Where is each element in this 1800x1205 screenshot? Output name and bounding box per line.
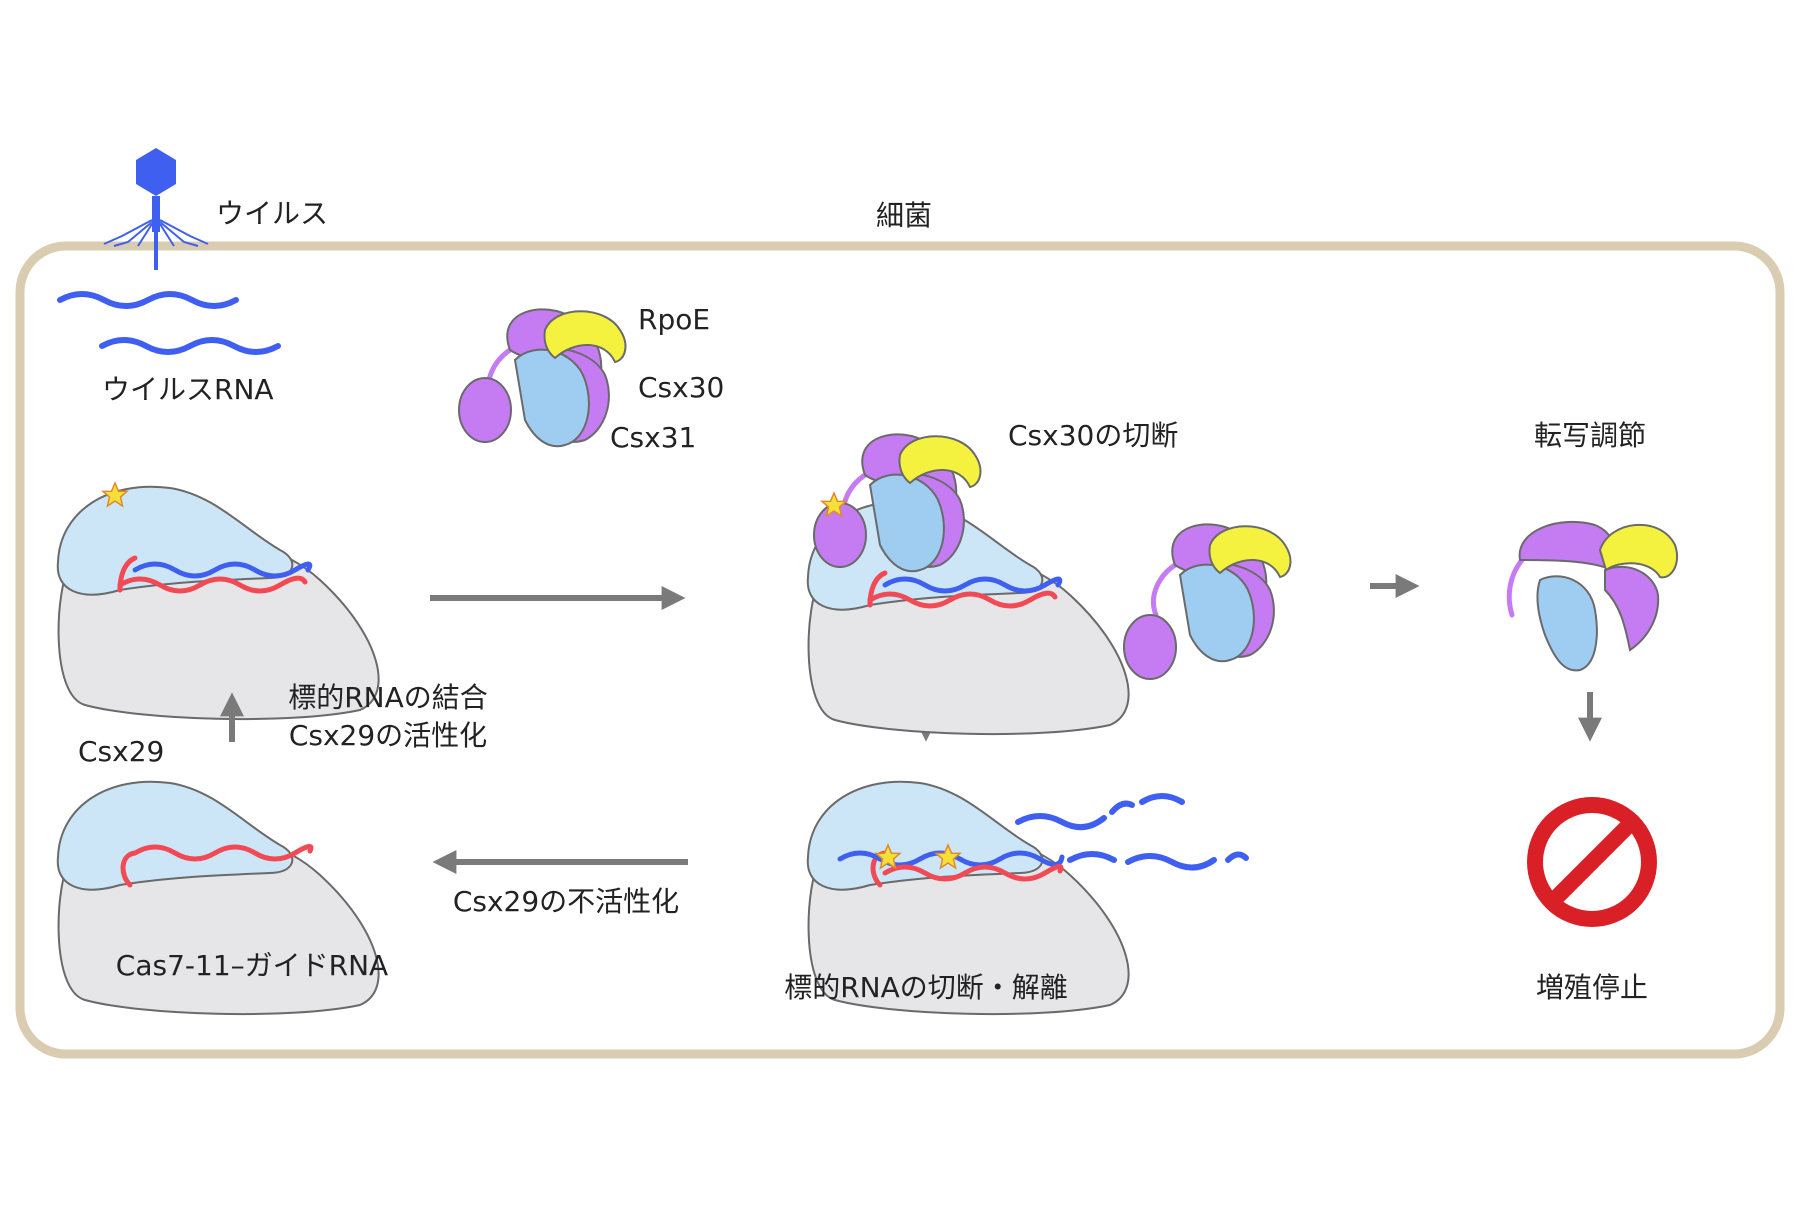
- stop-icon: [1527, 797, 1657, 927]
- rpoe-label: RpoE: [638, 303, 711, 336]
- transcription-regulation-label: 転写調節: [1533, 419, 1647, 452]
- csx30-cleavage-label: Csx30の切断: [1008, 419, 1179, 452]
- rpoe-csx30-csx31-complex: [458, 308, 627, 448]
- csx30-label: Csx30: [638, 371, 725, 404]
- target-binding-label-line2: Csx29の活性化: [288, 719, 488, 752]
- cas7-11-csx30-bound-complex: [806, 433, 1130, 736]
- rpoe-transcription-complex: [1506, 520, 1679, 672]
- csx29-inactivation-label: Csx29の不活性化: [452, 885, 680, 918]
- cleaved-csx30-complex: [1123, 523, 1292, 680]
- cas7-11-cleaving-complex: [806, 780, 1130, 1016]
- cas7-11-complex-active: [56, 482, 380, 721]
- csx29-label: Csx29: [78, 735, 165, 768]
- virus-label: ウイルス: [216, 197, 329, 230]
- target-binding-label-line1: 標的RNAの結合: [288, 681, 488, 714]
- cas7-11-complex-inactive: [56, 780, 380, 1016]
- csx31-label: Csx31: [610, 421, 697, 454]
- cell-membrane: [15, 241, 1785, 1059]
- bacterium-label: 細菌: [875, 199, 933, 232]
- cleaved-rna-fragments: [1015, 793, 1249, 871]
- viral-rna: [57, 291, 281, 355]
- complex-name-label: Cas7-11–ガイドRNA: [115, 949, 389, 982]
- virus-icon: [103, 148, 209, 270]
- growth-arrest-label: 増殖停止: [1535, 971, 1649, 1004]
- viral-rna-label: ウイルスRNA: [102, 373, 274, 406]
- target-cleavage-label: 標的RNAの切断・解離: [784, 971, 1068, 1004]
